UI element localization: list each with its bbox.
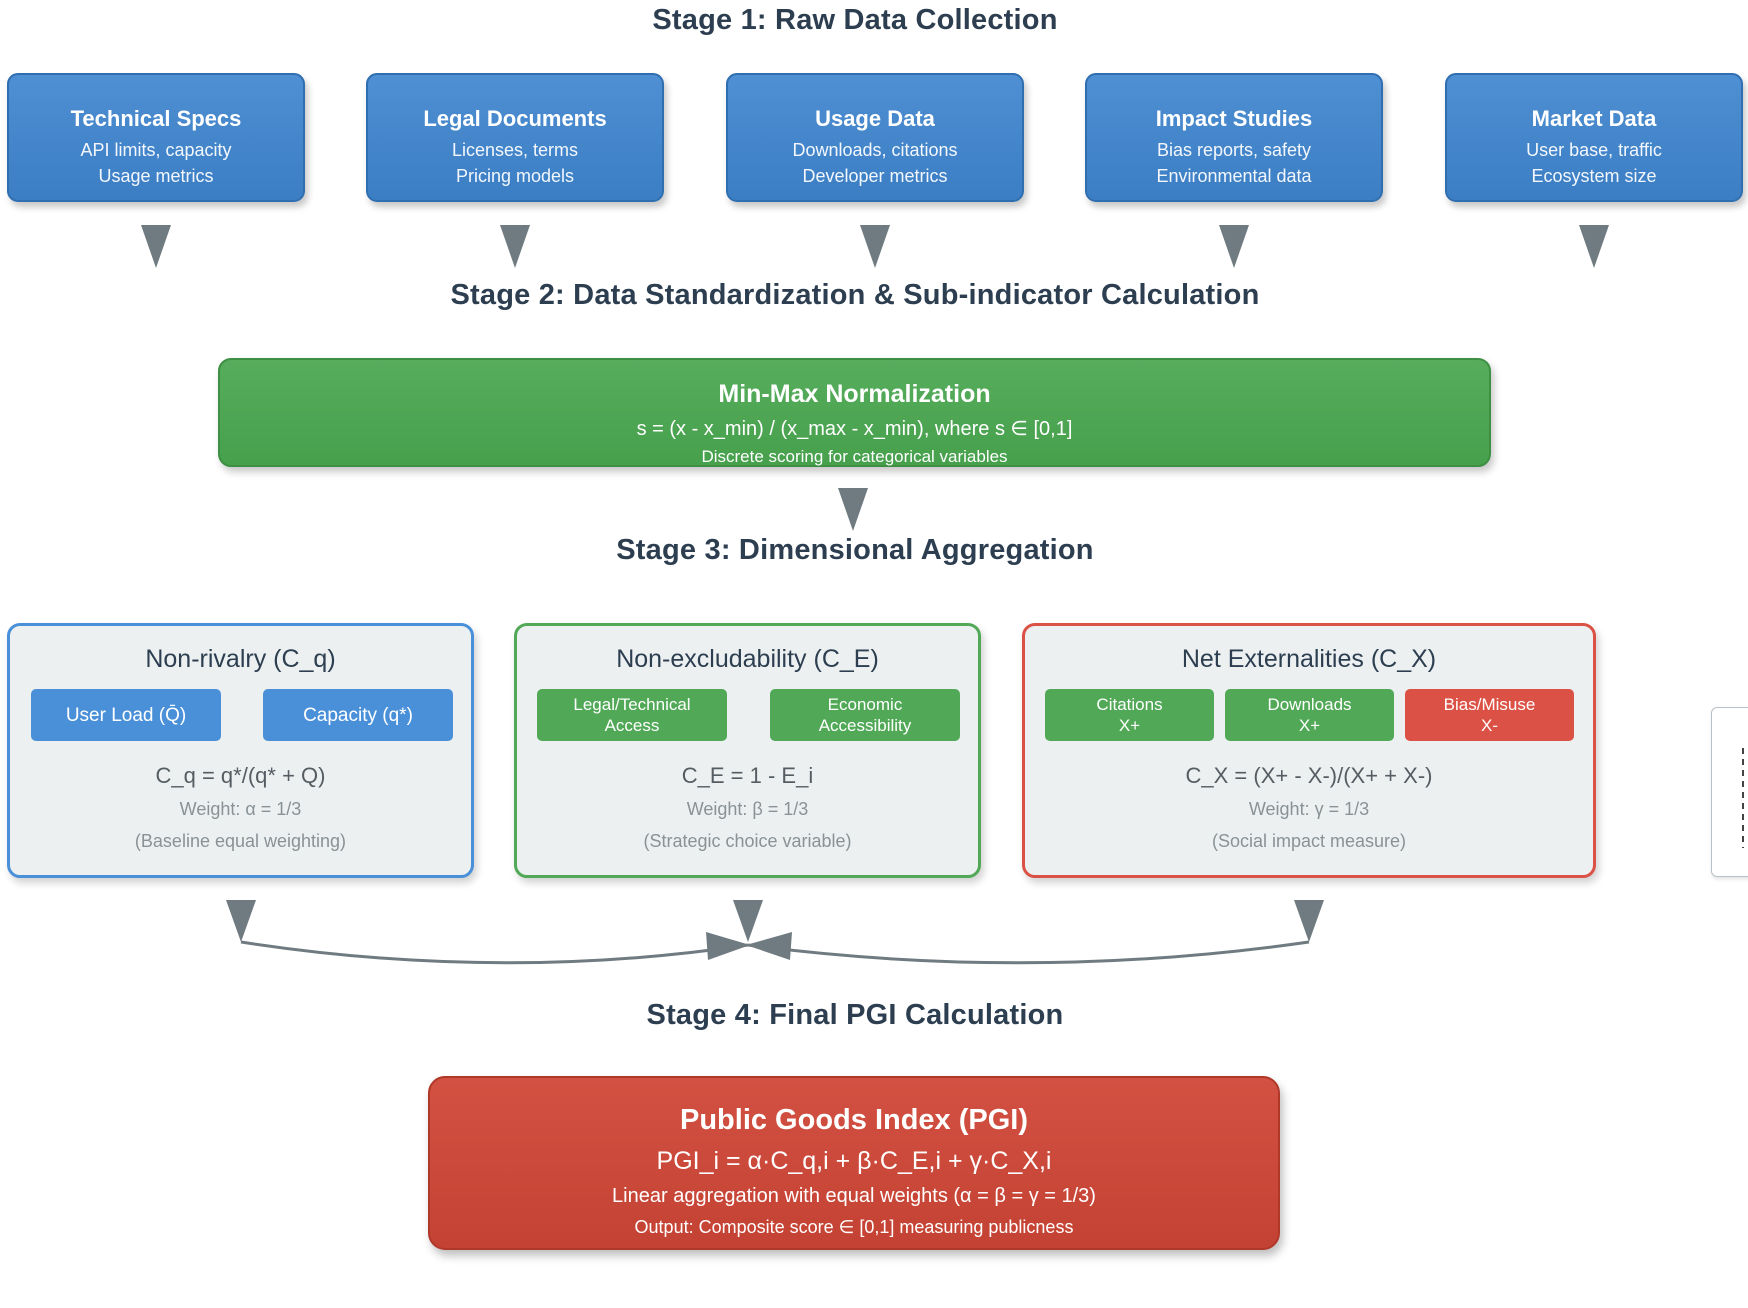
dimension-note: (Baseline equal weighting) xyxy=(134,831,347,851)
converge-curve-right xyxy=(747,940,1310,965)
source-title: Technical Specs xyxy=(70,106,242,131)
pgi-box: Public Goods Index (PGI) PGI_i = α·C_q,i… xyxy=(428,1076,1280,1250)
source-line-2: Pricing models xyxy=(455,166,575,186)
source-box-market-data: Market Data User base, traffic Ecosystem… xyxy=(1445,73,1743,202)
arrow-down-icon xyxy=(1579,225,1609,268)
normalization-title: Min-Max Normalization xyxy=(718,380,991,408)
arrow-head-icon xyxy=(746,932,792,960)
stage-3-title: Stage 3: Dimensional Aggregation xyxy=(616,534,1094,566)
side-panel-mark xyxy=(1742,748,1744,848)
stage-4-title: Stage 4: Final PGI Calculation xyxy=(646,999,1064,1031)
source-title: Impact Studies xyxy=(1155,106,1313,131)
arrow-down-icon xyxy=(860,225,890,268)
source-box-technical-specs: Technical Specs API limits, capacity Usa… xyxy=(7,73,305,202)
dimension-note: (Strategic choice variable) xyxy=(643,831,852,851)
dimension-title: Non-rivalry (C_q) xyxy=(145,645,336,673)
dimension-weight: Weight: β = 1/3 xyxy=(686,799,809,819)
dimension-formula: C_X = (X+ - X-)/(X+ + X-) xyxy=(1185,763,1433,788)
arrow-down-icon xyxy=(733,900,763,942)
source-box-legal-documents: Legal Documents Licenses, terms Pricing … xyxy=(366,73,664,202)
chip-label: Capacity (q*) xyxy=(303,704,413,726)
dimension-title: Non-excludability (C_E) xyxy=(616,645,879,673)
pgi-title: Public Goods Index (PGI) xyxy=(679,1104,1029,1136)
converge-curve-left xyxy=(240,940,749,965)
source-title: Legal Documents xyxy=(423,106,607,131)
chip-label: User Load (Q̄) xyxy=(65,704,187,726)
pgi-formula: PGI_i = α·C_q,i + β·C_E,i + γ·C_X,i xyxy=(656,1147,1052,1175)
normalization-box: Min-Max Normalization s = (x - x_min) / … xyxy=(218,358,1491,467)
source-line-2: Ecosystem size xyxy=(1531,166,1657,186)
stage-2-title: Stage 2: Data Standardization & Sub-indi… xyxy=(450,279,1260,311)
source-line-1: API limits, capacity xyxy=(80,140,232,160)
dimension-weight: Weight: α = 1/3 xyxy=(179,799,302,819)
arrow-down-icon xyxy=(1219,225,1249,268)
pgi-output: Output: Composite score ∈ [0,1] measurin… xyxy=(634,1217,1074,1237)
dimension-box-non-rivalry: Non-rivalry (C_q) User Load (Q̄) Capacit… xyxy=(7,623,474,878)
source-line-2: Usage metrics xyxy=(98,166,214,186)
source-line-2: Environmental data xyxy=(1156,166,1312,186)
source-box-usage-data: Usage Data Downloads, citations Develope… xyxy=(726,73,1024,202)
dimension-formula: C_E = 1 - E_i xyxy=(681,763,814,788)
source-box-impact-studies: Impact Studies Bias reports, safety Envi… xyxy=(1085,73,1383,202)
source-line-1: Licenses, terms xyxy=(451,140,579,160)
pgi-description: Linear aggregation with equal weights (α… xyxy=(612,1185,1096,1207)
chip-user-load: User Load (Q̄) xyxy=(31,689,221,741)
dimension-title: Net Externalities (C_X) xyxy=(1181,645,1437,673)
source-line-2: Developer metrics xyxy=(802,166,948,186)
side-panel-tab[interactable] xyxy=(1711,707,1748,877)
normalization-formula: s = (x - x_min) / (x_max - x_min), where… xyxy=(636,418,1073,440)
source-line-1: Downloads, citations xyxy=(792,140,958,160)
source-line-1: User base, traffic xyxy=(1526,140,1662,160)
arrow-down-icon xyxy=(1294,900,1324,942)
source-title: Market Data xyxy=(1531,106,1657,131)
arrow-down-icon xyxy=(500,225,530,268)
dimension-weight: Weight: γ = 1/3 xyxy=(1248,799,1370,819)
dimension-formula: C_q = q*/(q* + Q) xyxy=(155,763,326,788)
arrow-down-icon xyxy=(838,488,868,531)
normalization-note: Discrete scoring for categorical variabl… xyxy=(701,447,1008,466)
stage-1-title: Stage 1: Raw Data Collection xyxy=(652,4,1058,36)
arrow-down-icon xyxy=(141,225,171,268)
source-title: Usage Data xyxy=(815,106,935,131)
arrow-down-icon xyxy=(226,900,256,942)
chip-capacity: Capacity (q*) xyxy=(263,689,453,741)
dimension-note: (Social impact measure) xyxy=(1211,831,1407,851)
arrow-head-icon xyxy=(706,932,750,960)
source-line-1: Bias reports, safety xyxy=(1156,140,1312,160)
